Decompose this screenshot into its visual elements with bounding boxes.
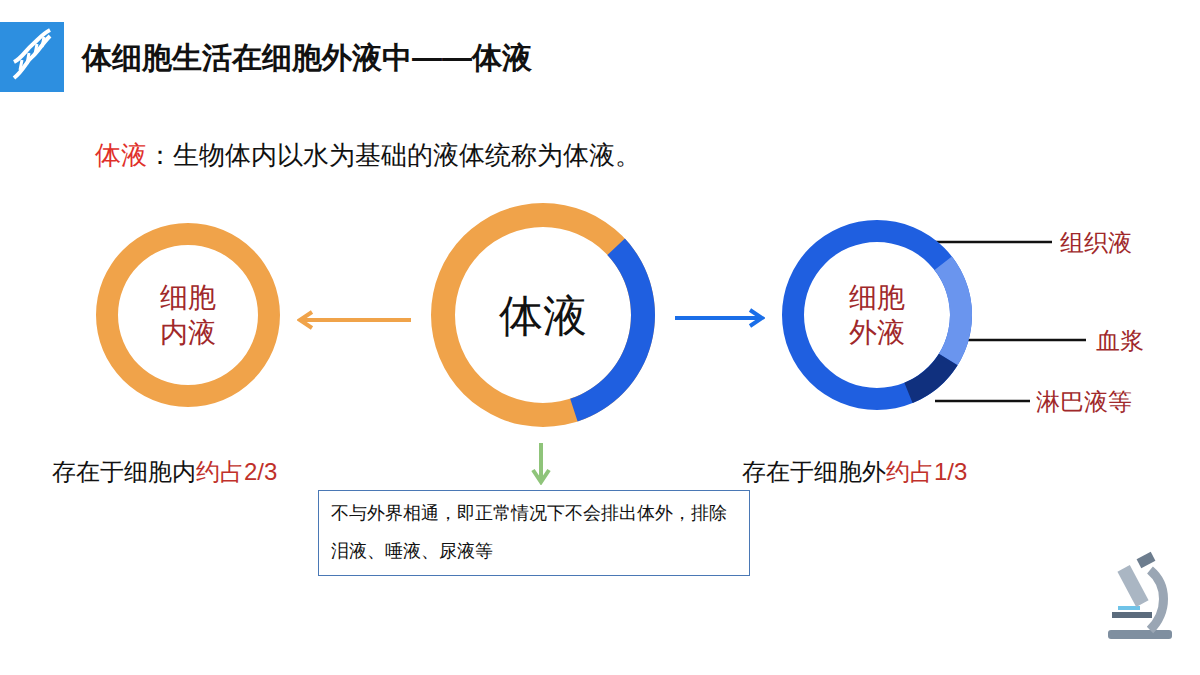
microscope-eyepiece [1137,552,1156,568]
ring-label: 细胞内液 [160,280,216,350]
ring-segment [96,223,280,407]
leader-line [968,339,1086,342]
microscope-stage [1112,612,1152,618]
microscope-icon [1108,552,1172,639]
icon-tile [0,22,64,92]
leader-line [935,241,1052,244]
arrow-connector [675,316,762,320]
arrow-connector [300,318,411,322]
text-label: 约占2/3 [196,456,277,488]
helix-rungs [20,37,44,70]
ring-label: 细胞外液 [849,280,905,350]
leader-line [935,400,1030,403]
ring-segment [904,354,957,403]
slide-title: 体细胞生活在细胞外液中——体液 [82,38,532,79]
ring-outline [782,220,972,410]
leader-lines [935,242,1086,401]
text-label: 约占1/3 [886,456,967,488]
microscope-base [1108,630,1172,639]
ring-node: 体液 [431,203,655,427]
ring-node: 细胞内液 [96,223,280,407]
text-label: 组织液 [1060,227,1132,259]
ring-segment [782,220,972,410]
text-label: 体液 [95,138,147,173]
dna-icon [0,22,64,92]
text-label: 存在于细胞外 [742,456,886,488]
ring-outline [96,223,280,407]
ring-label: 体液 [499,288,587,343]
ring-segment [935,257,972,366]
microscope-arm [1150,570,1164,630]
ring-node: 细胞外液 [782,220,972,410]
arrow-connector [539,443,543,482]
text-label: 淋巴液等 [1036,386,1132,418]
text-label: 血浆 [1096,325,1144,357]
note-box: 不与外界相通，即正常情况下不会排出体外，排除泪液、唾液、尿液等 [318,490,750,576]
text-label: 存在于细胞内 [52,456,196,488]
text-label: ：生物体内以水为基础的液体统称为体液。 [147,138,641,173]
helix-strand [14,30,50,62]
microscope-tube [1117,565,1148,607]
ring-segment [431,203,655,427]
note-text: 不与外界相通，即正常情况下不会排出体外，排除泪液、唾液、尿液等 [331,495,737,571]
